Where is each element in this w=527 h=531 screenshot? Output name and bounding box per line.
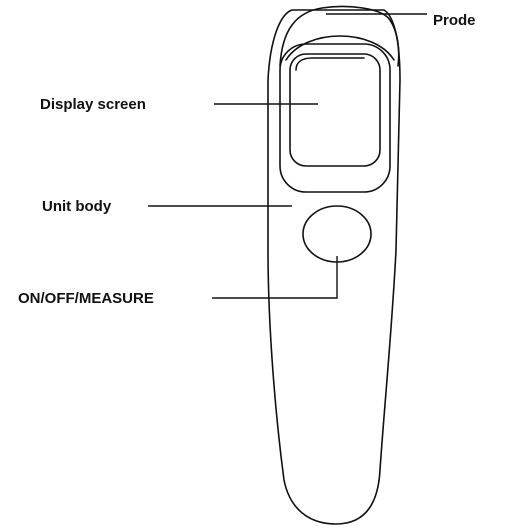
display-screen-inner-edge [295,57,365,71]
unit-body-label: Unit body [42,198,112,215]
display-bezel [279,43,391,193]
measure-button[interactable] [302,205,372,263]
unit-body-outline [267,9,401,525]
probe-label: Prode [433,12,476,29]
button-label: ON/OFF/MEASURE [18,290,154,307]
display-screen-label: Display screen [40,96,146,113]
probe-inner-line [285,35,395,61]
display-screen [289,53,381,167]
probe-outline [279,5,400,67]
button-leader-line [212,256,338,299]
